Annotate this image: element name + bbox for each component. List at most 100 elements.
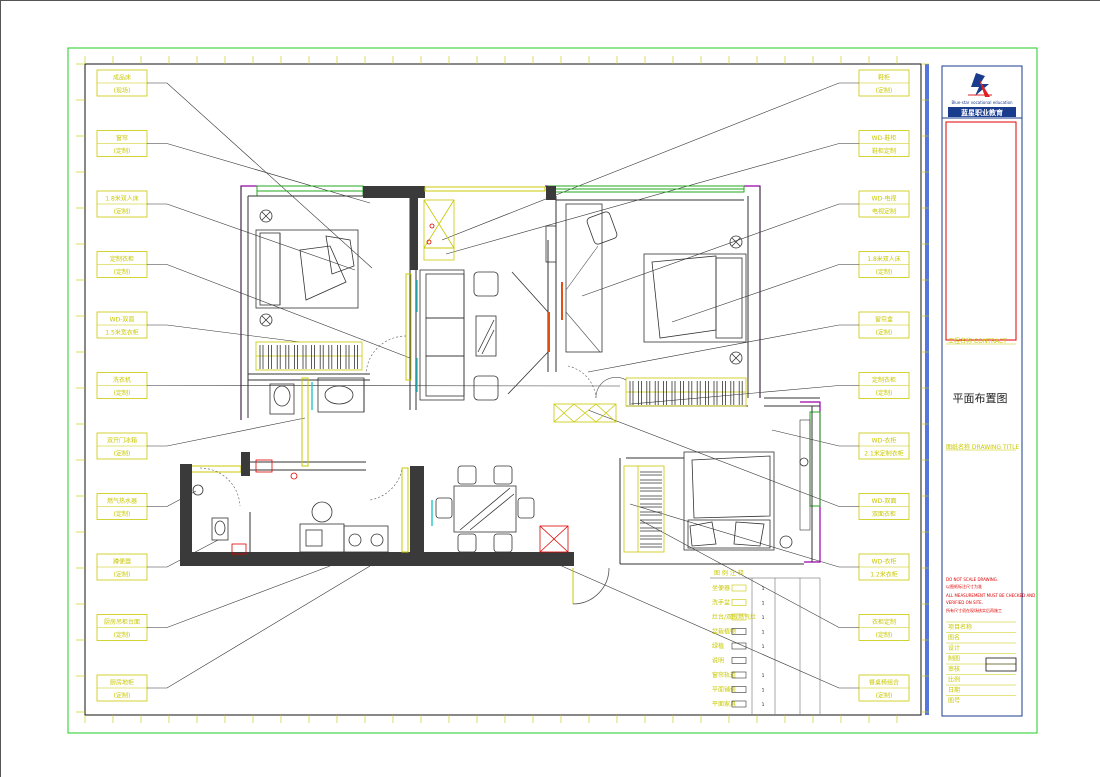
callout-label-right-5: 窗帘盒 (定制) xyxy=(587,311,910,373)
callout-subtitle: 2.1米定制衣柜 xyxy=(864,450,904,458)
left-wardrobe xyxy=(255,341,363,371)
corridor-cabinet xyxy=(553,403,617,423)
leader-line xyxy=(147,143,371,204)
callout-title: 餐桌椅组合 xyxy=(869,679,899,687)
callout-title: WD-双面 xyxy=(872,498,897,505)
legend-row-qty: 1 xyxy=(762,644,765,650)
callout-subtitle: 1.2米衣柜 xyxy=(870,571,898,579)
callout-title: 成品床 xyxy=(113,74,131,82)
frame-blue-bar xyxy=(925,64,929,715)
callout-title: 窗帘盒 xyxy=(875,316,893,324)
drawing-title: 平面布置图 xyxy=(953,392,1008,405)
legend-symbol-icon xyxy=(731,642,747,650)
callout-label-left-5: WD-双面 1.5米宽衣柜 xyxy=(96,311,301,343)
callout-subtitle: 双面衣柜 xyxy=(872,510,896,518)
callout-subtitle: (定制) xyxy=(114,450,131,458)
leader-line xyxy=(147,82,373,269)
callout-title: 定制衣柜 xyxy=(110,255,134,263)
leader-line xyxy=(147,324,301,343)
note-line-1: DO NOT SCALE DRAWING. xyxy=(946,577,998,582)
callout-title: 窗帘 xyxy=(116,134,128,142)
callout-title: 洗衣机 xyxy=(113,376,131,384)
blue-star-logo-icon xyxy=(968,73,992,97)
callout-label-right-7: WD-衣柜2.1米定制衣柜 xyxy=(771,429,910,460)
callout-subtitle: (定制) xyxy=(876,692,893,700)
legend-symbol-icon xyxy=(731,584,747,592)
legend-row-qty: 1 xyxy=(762,702,765,708)
callout-label-left-2: 窗帘 (定制) xyxy=(96,130,371,204)
callout-subtitle: (定制) xyxy=(114,268,131,276)
callout-subtitle: (定制) xyxy=(114,692,131,700)
svg-text:工程名称 CONTRACT: 工程名称 CONTRACT xyxy=(948,337,1007,345)
inner-frame xyxy=(84,63,922,716)
callout-label-right-10: 衣柜定制 (定制) xyxy=(639,519,910,641)
callout-subtitle: (定制) xyxy=(114,510,131,518)
legend-row-name: 坐便器 xyxy=(712,584,730,592)
leader-line xyxy=(639,519,859,628)
leader-line xyxy=(147,539,219,568)
shoe-cabinet xyxy=(423,199,455,261)
leader-line xyxy=(547,559,859,689)
callout-subtitle: (定制) xyxy=(114,147,131,155)
callout-label-right-11: 餐桌椅组合 (定制) xyxy=(547,559,910,702)
master-double-bed xyxy=(565,203,747,365)
legend-row-name: 盆栽植物 xyxy=(712,628,736,636)
callout-title: 厨房吊柜台面 xyxy=(104,618,140,626)
master-wardrobe xyxy=(625,377,747,407)
callout-subtitle: 1.5米宽衣柜 xyxy=(105,329,139,337)
callout-title: 衣柜定制 xyxy=(872,618,896,626)
callout-title: 1.8米双人床 xyxy=(867,255,901,263)
svg-text:图纸名称 DRAWING TITLE: 图纸名称 DRAWING TITLE xyxy=(946,443,1019,451)
callout-title: 燃气热水器 xyxy=(107,497,137,505)
dining-table-set xyxy=(435,465,569,553)
leader-line xyxy=(147,264,411,359)
legend-row-qty: 1 xyxy=(762,615,765,621)
kitchen-fixtures xyxy=(192,459,389,555)
leader-line xyxy=(629,503,859,568)
note-line-3: ALL MEASUREMENT MUST BE CHECKED AND xyxy=(946,593,1035,598)
callout-subtitle: (定制) xyxy=(876,329,893,337)
legend-symbol-icon xyxy=(731,657,747,664)
left-double-bed xyxy=(255,209,359,327)
callout-label-right-4: 1.8米双人床 (定制) xyxy=(671,251,910,323)
leader-line xyxy=(147,565,331,628)
title-stamp-box xyxy=(985,657,1017,672)
callout-title: 厨房地柜 xyxy=(110,679,134,687)
leader-line xyxy=(771,429,859,447)
outer-frame xyxy=(67,47,1038,734)
structural-walls xyxy=(180,186,574,566)
titleblock-row-label: 审核 xyxy=(948,665,960,673)
callout-subtitle: (定制) xyxy=(114,208,131,216)
callout-title: 蹲便器 xyxy=(113,558,131,566)
callout-subtitle: (定制) xyxy=(876,631,893,639)
callout-title: WD-衣柜 xyxy=(872,558,897,566)
legend-row-qty: 1 xyxy=(762,586,765,592)
bathroom-fixtures xyxy=(269,377,365,480)
legend-row-qty: 1 xyxy=(762,673,765,679)
callouts-right: 鞋柜(定制)WD-鞋柜鞋柜定制WD-电视电视定制1.8米双人床(定制)窗帘盒(定… xyxy=(441,69,910,702)
leader-line xyxy=(581,203,859,297)
titleblock-row-label: 日期 xyxy=(948,686,960,694)
callout-label-left-3: 1.8米双人床 (定制) xyxy=(96,190,356,271)
legend-row-name: 平面家具 xyxy=(712,700,736,708)
legend-row-name: 窗帘轨道 xyxy=(712,671,736,679)
title-red-panel xyxy=(945,121,1017,341)
window-openings xyxy=(182,185,821,507)
legend-symbol-icon xyxy=(731,671,747,679)
callout-title: 双开门冰箱 xyxy=(107,437,137,445)
callout-subtitle: (定制) xyxy=(876,268,893,276)
leader-line xyxy=(587,409,859,507)
callout-label-left-4: 定制衣柜 (定制) xyxy=(96,251,411,359)
leader-line xyxy=(147,385,621,387)
callout-label-left-6: 洗衣机(定制) xyxy=(96,372,621,399)
leader-line xyxy=(671,264,859,323)
callout-title: WD-双面 xyxy=(110,317,135,324)
callout-label-right-1: 鞋柜(定制) xyxy=(441,69,910,241)
callout-title: 1.8米双人床 xyxy=(105,195,139,203)
callout-label-right-9: WD-衣柜 1.2米衣柜 xyxy=(629,503,910,581)
callout-subtitle: (定制) xyxy=(114,571,131,579)
callout-title: WD-电视 xyxy=(872,195,897,203)
legend-row-qty: 1 xyxy=(762,688,765,694)
